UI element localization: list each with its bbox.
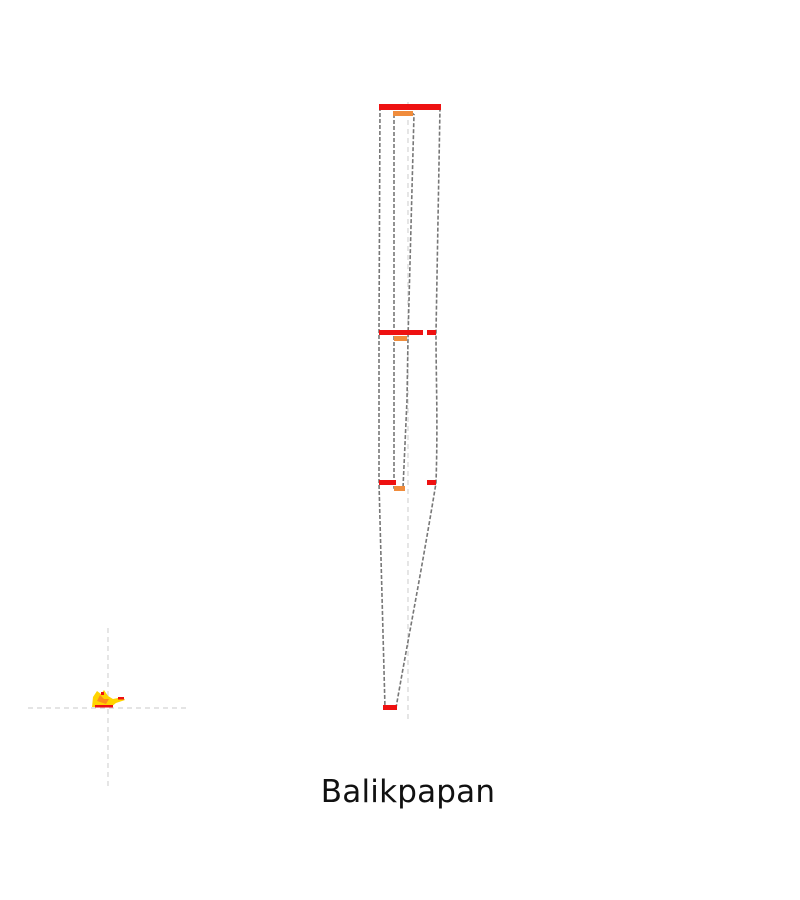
middle-bar-left xyxy=(379,330,423,335)
top-secondary-mark xyxy=(393,111,413,116)
mini-glyph-group xyxy=(28,628,188,788)
bottom-bar xyxy=(383,705,397,710)
outer-outline xyxy=(378,106,441,709)
flame-icon xyxy=(92,690,125,708)
lower-bar-right xyxy=(427,480,436,485)
middle-secondary-mark xyxy=(394,336,407,341)
lower-secondary-mark xyxy=(394,486,405,491)
main-figure xyxy=(378,102,441,722)
lower-bar-left xyxy=(379,480,396,485)
middle-bar-right xyxy=(427,330,436,335)
diagram-caption: Balikpapan xyxy=(320,774,496,810)
inner-outline xyxy=(393,113,415,489)
top-bar xyxy=(379,104,441,110)
